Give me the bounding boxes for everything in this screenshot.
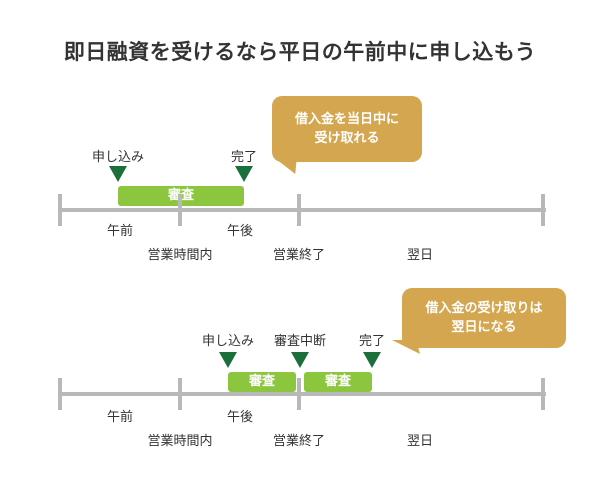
tick-end [541, 194, 545, 226]
tick-end [541, 378, 545, 410]
label-business-close: 営業終了 [272, 434, 326, 449]
label-morning: 午前 [106, 410, 134, 425]
paused-marker-icon [291, 352, 309, 368]
label-business-hours: 営業時間内 [147, 434, 213, 449]
tick-close [297, 378, 301, 410]
tick-close [297, 194, 301, 226]
complete-marker-icon [363, 352, 381, 368]
review-box-after-close: 審査 [304, 372, 372, 392]
apply-marker-icon [109, 166, 127, 182]
review-box-before-close: 審査 [228, 372, 296, 392]
marker-label-apply: 申し込み [91, 150, 145, 165]
tick-noon [178, 378, 182, 410]
tick-noon [178, 194, 182, 226]
marker-label-complete: 完了 [230, 150, 258, 165]
tick-start [58, 378, 62, 410]
label-morning: 午前 [106, 224, 134, 239]
label-business-hours: 営業時間内 [147, 248, 213, 263]
bubble-line-2: 受け取れる [314, 131, 380, 146]
label-next-day: 翌日 [406, 434, 434, 449]
bubble-same-day: 借入金を当日中に 受け取れる [272, 96, 422, 162]
bubble-line-1: 借入金を当日中に [294, 112, 399, 127]
tick-start [58, 194, 62, 226]
bubble-line-1: 借入金の受け取りは [425, 301, 543, 316]
label-afternoon: 午後 [226, 410, 254, 425]
label-next-day: 翌日 [406, 248, 434, 263]
marker-label-apply: 申し込み [201, 334, 255, 349]
label-business-close: 営業終了 [272, 248, 326, 263]
marker-label-review-paused: 審査中断 [273, 334, 327, 349]
label-afternoon: 午後 [226, 224, 254, 239]
marker-label-complete: 完了 [358, 334, 386, 349]
bubble-line-2: 翌日になる [451, 320, 517, 335]
timeline-axis [60, 392, 546, 396]
complete-marker-icon [235, 166, 253, 182]
page-title: 即日融資を受けるなら平日の午前中に申し込もう [63, 40, 537, 64]
bubble-next-day: 借入金の受け取りは 翌日になる [402, 288, 566, 348]
apply-marker-icon [219, 352, 237, 368]
timeline-axis [60, 208, 546, 212]
